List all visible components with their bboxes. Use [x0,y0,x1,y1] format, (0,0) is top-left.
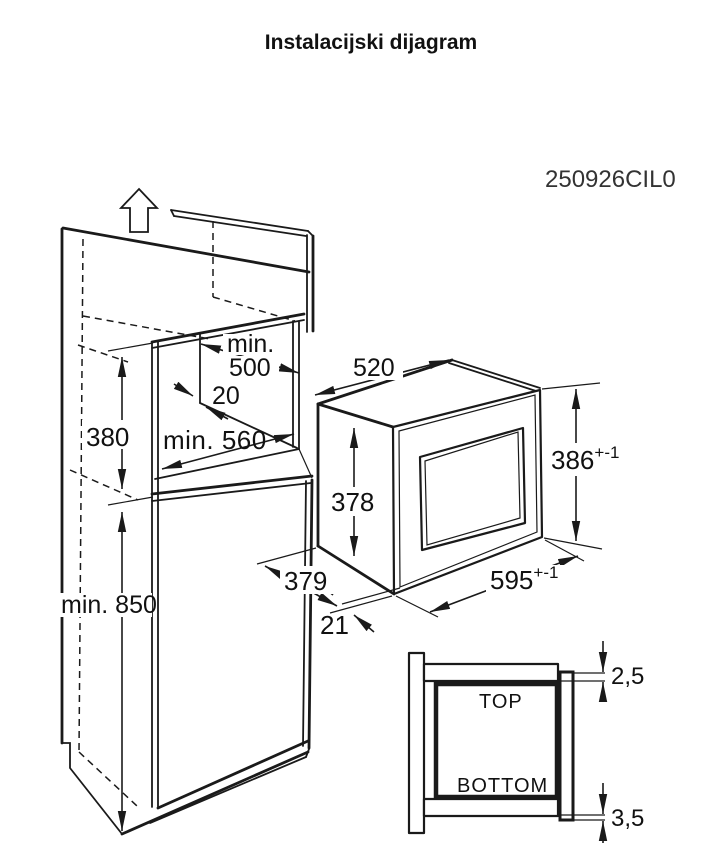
dim-niche-height: 380 [86,422,129,452]
dim-niche-depth-line2: 500 [229,354,271,382]
cabinet-drawing [60,187,315,836]
section-side-panel [407,651,426,835]
dim-plinth-height: min. 850 [61,591,157,619]
dim-front-protrusion: 21 [320,610,349,640]
dim-top-gap: 2,5 [611,663,644,690]
dim-oven-width: 520 [353,354,395,382]
section-top-label: TOP [479,691,523,713]
section-bottom-label: BOTTOM [457,775,548,797]
section-front-frame [558,670,575,822]
oven-door-window [418,426,527,552]
oven-drawing [316,358,544,596]
dim-top-clearance: 20 [212,382,240,410]
dim-front-width: 595+-1 [490,563,558,595]
section-bottom-shelf [422,797,560,818]
oven-front-frame [391,388,544,596]
section-top-shelf [422,662,560,683]
dim-niche-width: min. 560 [163,425,267,455]
page-title: Instalacijski dijagram [265,31,477,54]
vent-arrow-icon [118,187,160,233]
dim-niche-depth-line1: min. [227,330,274,358]
section-oven-body [433,681,560,800]
dim-bottom-gap: 3,5 [611,805,644,832]
section-detail-drawing: TOP BOTTOM [407,651,605,835]
dim-oven-height: 378 [331,487,374,517]
dim-oven-depth: 379 [284,566,327,596]
dimension-annotations: min. 500 20 380 min. 560 min. 850 520 37… [58,330,651,843]
drawing-number: 250926CIL0 [545,166,676,193]
dim-front-height: 386+-1 [551,443,619,475]
